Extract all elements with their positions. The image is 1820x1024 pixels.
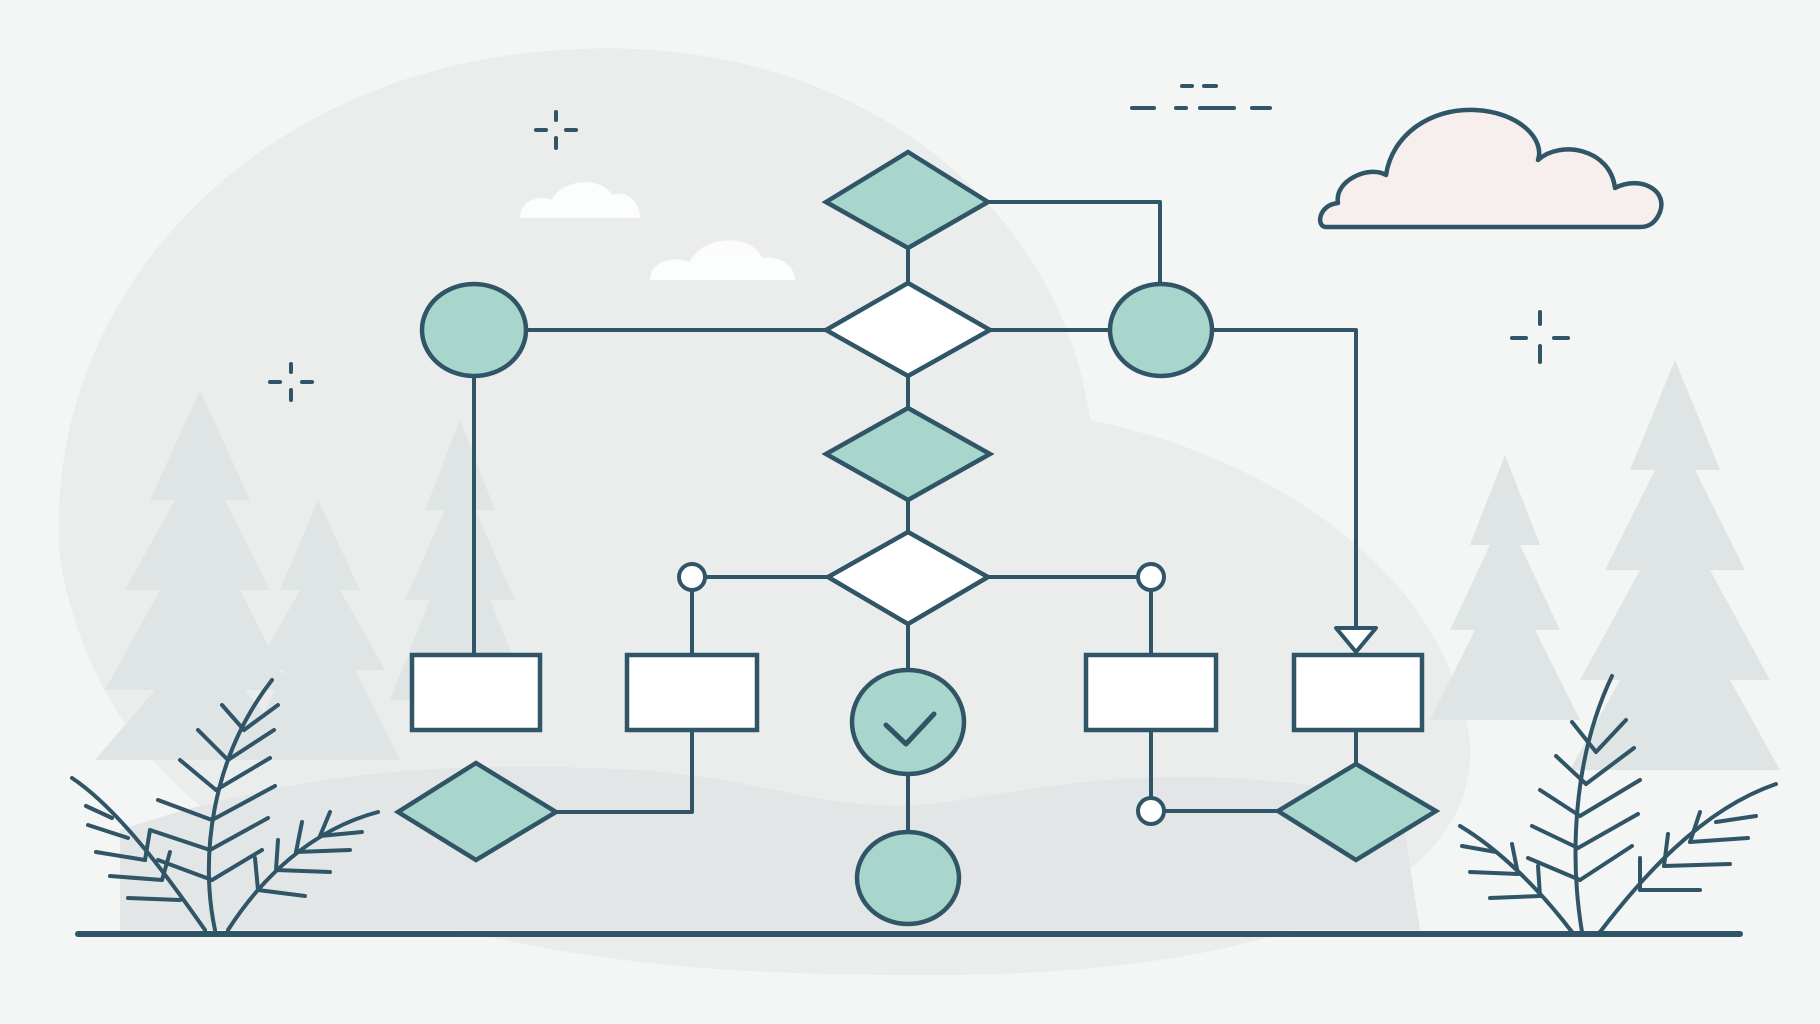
back-hill xyxy=(120,766,1420,930)
connector-dot xyxy=(1136,562,1166,592)
decision-node xyxy=(821,280,995,379)
connector-line xyxy=(986,200,1162,286)
decision-nodes xyxy=(393,149,1441,863)
pine-tree-icon xyxy=(240,500,400,760)
process-boxes xyxy=(409,652,1425,733)
fern-icon xyxy=(70,776,207,932)
connector-line xyxy=(554,728,694,814)
cloud-icon xyxy=(1317,107,1664,230)
faded-clouds xyxy=(520,182,795,280)
connector-dot xyxy=(1136,796,1166,826)
decision-node xyxy=(1273,761,1441,863)
decision-node xyxy=(393,760,561,863)
arrow-down-icon xyxy=(1334,626,1378,654)
sparkle-icon xyxy=(1510,310,1570,364)
faded-trees-right xyxy=(1430,360,1780,770)
process-circle xyxy=(419,281,529,379)
decision-node xyxy=(823,529,993,627)
circle-nodes xyxy=(419,281,1215,927)
pine-tree-icon xyxy=(1430,455,1580,720)
check-icon xyxy=(883,711,937,747)
process-box xyxy=(1083,652,1219,733)
fern-icon xyxy=(148,678,280,932)
dash-marks xyxy=(1130,84,1272,110)
connector-lines xyxy=(472,200,1358,834)
ferns-left xyxy=(70,678,380,932)
process-box xyxy=(1291,652,1425,733)
fern-icon xyxy=(226,810,380,932)
sparkle-icon xyxy=(268,362,314,402)
connector-line xyxy=(1210,328,1358,630)
fern-icon xyxy=(1458,824,1574,934)
outlined-cloud xyxy=(1317,107,1664,230)
terminal-circle xyxy=(854,829,962,927)
process-box xyxy=(624,652,760,733)
sparkles xyxy=(268,84,1570,402)
cloud-icon xyxy=(520,182,640,218)
sparkle-icon xyxy=(534,110,578,150)
pine-tree-icon xyxy=(390,420,530,700)
background-layer xyxy=(58,48,1471,976)
decision-node xyxy=(821,405,995,503)
check-circle xyxy=(849,667,967,777)
ferns-right xyxy=(1458,674,1778,934)
pine-tree-icon xyxy=(95,390,305,760)
decision-node xyxy=(821,149,993,251)
connector-dots xyxy=(677,562,1166,826)
faded-trees-left xyxy=(95,390,530,760)
connector-dot xyxy=(677,562,707,592)
pine-tree-icon xyxy=(1570,360,1780,770)
process-circle xyxy=(1107,281,1215,379)
fern-icon xyxy=(1598,782,1778,934)
fern-icon xyxy=(1526,674,1642,934)
process-box xyxy=(409,652,543,733)
backdrop-blob xyxy=(58,48,1471,976)
cloud-icon xyxy=(650,240,795,280)
completion-node xyxy=(849,667,967,777)
